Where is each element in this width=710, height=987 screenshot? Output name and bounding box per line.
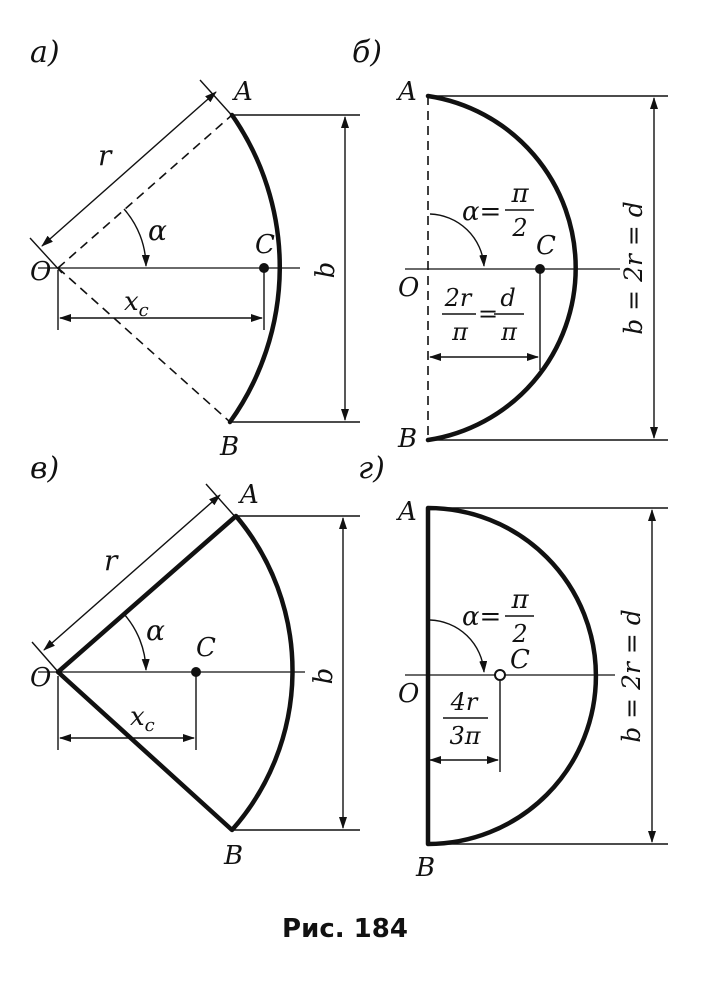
panel-v: в) r α C xc b A B O [30, 451, 360, 871]
panel-a: а) r α C xc b A B O [29, 35, 360, 462]
r-extension-a-v [205, 483, 239, 521]
label-b-v: b [309, 668, 339, 685]
panel-v-tag: в) [30, 451, 59, 486]
label-alpha-g: α= [462, 602, 501, 632]
centroid-c-b [535, 264, 545, 274]
label-o-v: O [30, 663, 51, 693]
dist-den1-b: π [451, 318, 469, 346]
alpha-den-b: 2 [511, 214, 527, 242]
label-a-point: A [232, 77, 253, 107]
semicircle-arc [425, 93, 578, 443]
label-c-v: C [196, 633, 216, 663]
label-b-point-b: B [397, 424, 417, 454]
label-a-point-v: A [238, 480, 259, 510]
alpha-num-g: π [510, 585, 529, 615]
dist-den-g: 3π [449, 722, 481, 750]
alpha-arc-g [429, 619, 488, 673]
r-dimension-line [41, 91, 217, 247]
label-xc-v: xc [130, 702, 155, 736]
label-b: b [311, 262, 341, 279]
r-extension-a [199, 79, 237, 121]
r-dimension-line-v [43, 494, 221, 651]
label-alpha-v: α [146, 614, 165, 647]
label-a-point-b: A [396, 77, 417, 107]
centroid-c-v [191, 667, 201, 677]
sector-outline [55, 513, 295, 833]
alpha-num-b: π [510, 179, 529, 209]
label-c-b: C [536, 231, 556, 261]
alpha-arc-b [429, 213, 488, 267]
label-alpha-b: α= [462, 197, 501, 227]
alpha-den-g: 2 [511, 620, 527, 648]
label-a-point-g: A [396, 497, 417, 527]
panel-g: г) α= π 2 C 4r 3π b = 2r = d A B O [358, 451, 668, 883]
label-o: O [30, 257, 51, 287]
dist-num2-b: d [500, 284, 515, 312]
label-b-point: B [219, 432, 239, 462]
alpha-arc [123, 208, 150, 267]
panel-a-tag: а) [30, 35, 60, 70]
label-o-b: O [398, 273, 419, 303]
figure-caption: Рис. 184 [282, 914, 408, 944]
semicircle-outline [425, 505, 599, 847]
dist-den2-b: π [500, 318, 518, 346]
label-dim-b: b = 2r = d [619, 201, 648, 335]
label-xc: xc [124, 287, 149, 321]
label-b-point-g: B [415, 853, 435, 883]
panel-b: б) α= π 2 C 2r π = d π b = 2r = d A B O [352, 35, 668, 454]
panel-g-tag: г) [358, 451, 385, 486]
label-b-point-v: B [223, 841, 243, 871]
centroid-c-g [494, 669, 506, 681]
dist-eq-b: = [478, 300, 498, 328]
r-extension-o-v [31, 641, 61, 675]
centroid-c [259, 263, 269, 273]
panel-b-tag: б) [352, 35, 382, 70]
radius-ob-dashed [57, 267, 231, 423]
r-extension-o [29, 237, 63, 274]
label-r: r [98, 139, 113, 172]
label-alpha: α [148, 214, 167, 247]
label-r-v: r [104, 544, 119, 577]
label-o-g: O [398, 679, 419, 709]
label-dim-g: b = 2r = d [617, 609, 646, 743]
label-c: C [255, 230, 275, 260]
alpha-arc-v [123, 613, 150, 671]
radius-oa-dashed [57, 114, 233, 269]
dist-num-g: 4r [450, 688, 479, 716]
dist-num1-b: 2r [444, 284, 473, 312]
label-c-g: C [510, 645, 530, 675]
arc-ab [227, 112, 282, 425]
